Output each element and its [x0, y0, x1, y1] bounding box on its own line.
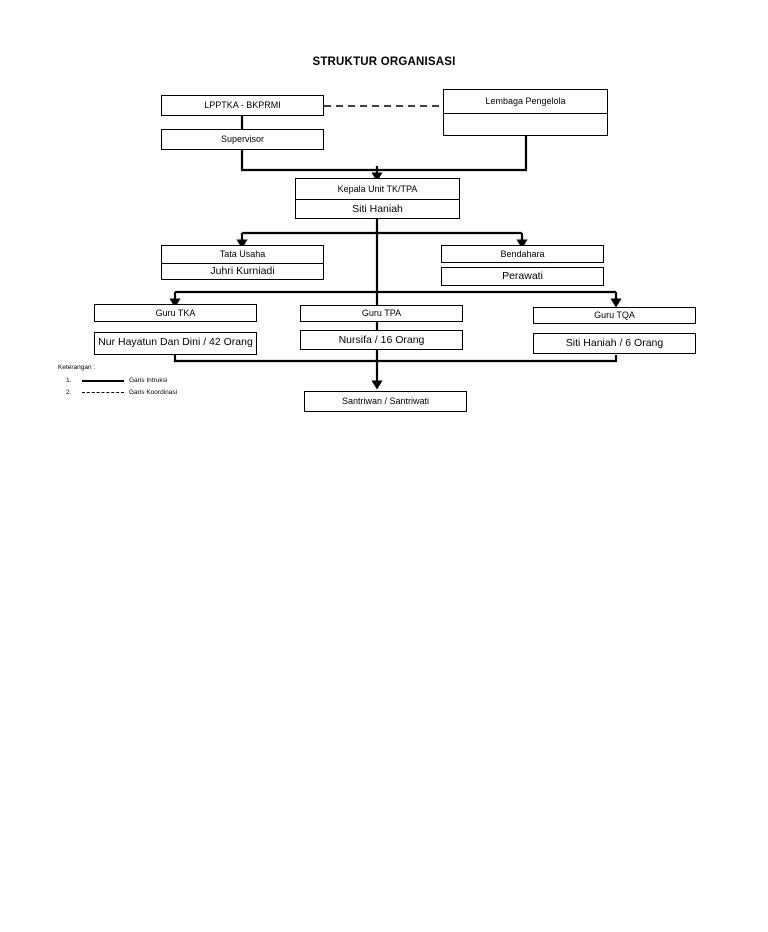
node-tata-usaha-label: Tata Usaha — [219, 249, 266, 260]
node-guru-tqa-name: Siti Haniah / 6 Orang — [565, 337, 664, 350]
node-guru-tka-label: Guru TKA — [155, 307, 196, 318]
dashed-line-icon — [82, 390, 124, 396]
node-lpptka-bkprmi: LPPTKA - BKPRMI — [161, 95, 324, 116]
node-bendahara: Bendahara — [441, 245, 604, 263]
node-bendahara-name: Perawati — [502, 270, 543, 283]
line-guru-tka-to-santri — [173, 355, 377, 363]
legend-item-instruksi: 1. Garis Intruksi — [58, 377, 177, 384]
node-tata-usaha-name: Juhri Kurniadi — [210, 265, 275, 278]
node-supervisor-label: Supervisor — [220, 134, 265, 145]
page-title: STRUKTUR ORGANISASI — [312, 56, 456, 68]
node-guru-tpa: Guru TPA — [300, 305, 463, 322]
node-tata-usaha-title-cell: Tata Usaha — [162, 246, 323, 263]
node-guru-tpa-name: Nursifa / 16 Orang — [338, 333, 425, 346]
node-lembaga-label: Lembaga Pengelola — [485, 96, 566, 107]
node-perawati: Perawati — [441, 267, 604, 286]
legend-title: Keterangan : — [58, 364, 96, 371]
node-kepala-name-cell: Siti Haniah — [296, 198, 459, 219]
node-tata-usaha-name-cell: Juhri Kurniadi — [162, 262, 323, 280]
line-guru-tqa-to-santri — [377, 355, 618, 363]
node-lembaga-pengelola: Lembaga Pengelola — [443, 89, 608, 136]
line-supervisor-to-kepala — [240, 150, 377, 172]
legend-item-2-number: 2. — [66, 389, 72, 396]
node-lpptka-label: LPPTKA - BKPRMI — [204, 100, 281, 111]
node-supervisor: Supervisor — [161, 129, 324, 150]
node-guru-tka-name: Nur Hayatun Dan Dini / 42 Orang — [98, 336, 253, 348]
node-tata-usaha: Tata Usaha Juhri Kurniadi — [161, 245, 324, 280]
node-guru-tpa-label: Guru TPA — [361, 308, 402, 319]
legend-item-1-number: 1. — [66, 377, 72, 384]
node-guru-tka: Guru TKA — [94, 304, 257, 322]
legend-item-koordinasi: 2. Garis Koordinasi — [58, 389, 177, 396]
legend: Keterangan : 1. Garis Intruksi 2. Garis … — [58, 364, 177, 396]
node-kepala-label: Kepala Unit TK/TPA — [337, 183, 418, 194]
legend-item-2-label: Garis Koordinasi — [129, 389, 178, 396]
node-guru-tqa-label: Guru TQA — [594, 310, 635, 321]
node-guru-tpa-name-box: Nursifa / 16 Orang — [300, 330, 463, 350]
node-guru-tka-name-box: Nur Hayatun Dan Dini / 42 Orang — [94, 332, 257, 355]
node-kepala-unit: Kepala Unit TK/TPA Siti Haniah — [295, 178, 460, 219]
node-santriwan-label: Santriwan / Santriwati — [341, 396, 430, 407]
node-lembaga-empty-cell — [444, 112, 607, 136]
node-kepala-title-cell: Kepala Unit TK/TPA — [296, 179, 459, 199]
solid-line-icon — [82, 378, 124, 384]
node-kepala-name: Siti Haniah — [352, 202, 403, 215]
node-guru-tqa: Guru TQA — [533, 307, 696, 324]
node-guru-tqa-name-box: Siti Haniah / 6 Orang — [533, 333, 696, 354]
legend-item-1-label: Garis Intruksi — [129, 377, 168, 384]
node-bendahara-label: Bendahara — [500, 248, 545, 259]
line-lembaga-to-kepala — [377, 136, 528, 172]
node-santriwan-santriwati: Santriwan / Santriwati — [304, 391, 467, 412]
node-lembaga-title-cell: Lembaga Pengelola — [444, 90, 607, 113]
